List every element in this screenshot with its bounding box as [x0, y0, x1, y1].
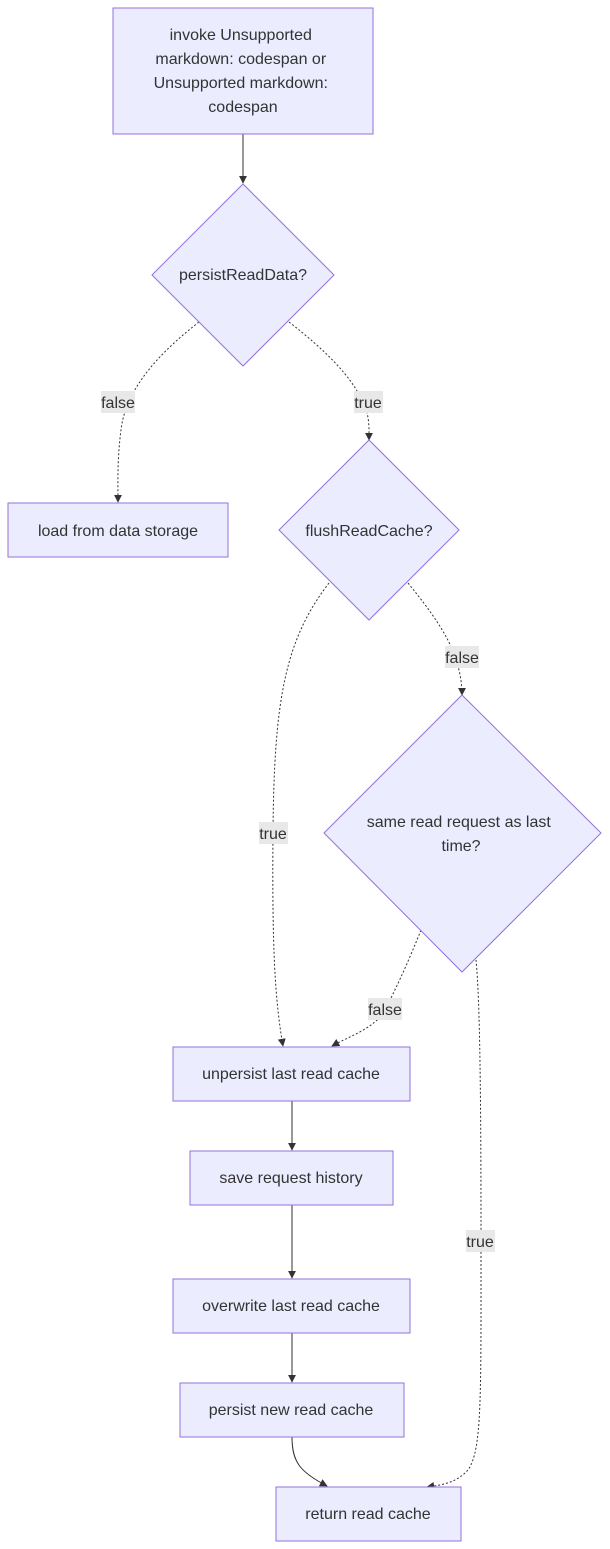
edge-persist-false: [113, 321, 200, 503]
node-persist-new: persist new read cache: [179, 1382, 405, 1438]
svg-text:same read request as last: same read request as last time?: [367, 814, 556, 855]
svg-text:unpersist last read cache: unpersist last read cache: [202, 1066, 380, 1083]
edge-label-same-false: false: [368, 998, 402, 1020]
edge-label-same-true: true: [466, 1230, 495, 1252]
node-save-history: save request history: [189, 1150, 394, 1206]
svg-text:overwrite last read cache: overwrite last read cache: [202, 1298, 380, 1315]
svg-text:load from data storage: load from data storage: [38, 523, 198, 540]
edge-flush-false: [407, 582, 466, 696]
svg-text:true: true: [259, 826, 287, 843]
svg-text:false: false: [101, 395, 135, 412]
svg-text:true: true: [354, 395, 382, 412]
svg-text:flushReadCache?: flushReadCache?: [305, 523, 432, 540]
edge-label-persist-false: false: [101, 391, 135, 413]
node-return-cache: return read cache: [275, 1486, 462, 1542]
svg-text:false: false: [368, 1002, 402, 1019]
node-overwrite: overwrite last read cache: [172, 1278, 411, 1334]
edge-label-flush-true: true: [259, 822, 288, 844]
edge-persist-to-return: [291, 1436, 328, 1487]
svg-text:return read cache: return read cache: [305, 1506, 431, 1523]
node-unpersist: unpersist last read cache: [172, 1046, 411, 1102]
decision-same-request: same read request as last time?: [323, 694, 602, 973]
svg-text:persistReadData?: persistReadData?: [179, 267, 307, 284]
edge-flush-true: [272, 582, 330, 1047]
node-invoke: invoke Unsupported markdown: codespan or…: [112, 7, 374, 135]
svg-text:save request history: save request history: [219, 1170, 362, 1187]
svg-text:invoke Unsupported markd: invoke Unsupported markdown: codespan or…: [154, 27, 333, 116]
edge-label-flush-false: false: [445, 646, 479, 668]
decision-persist-read-data: persistReadData?: [151, 183, 335, 367]
decision-flush-read-cache: flushReadCache?: [278, 439, 460, 621]
svg-text:true: true: [466, 1234, 494, 1251]
node-load-storage: load from data storage: [7, 502, 229, 558]
edge-same-true: [426, 959, 482, 1490]
edge-label-persist-true: true: [354, 391, 383, 413]
svg-text:persist new read cache: persist new read cache: [209, 1402, 374, 1419]
edge-same-false: [331, 929, 422, 1047]
edge-persist-true: [288, 321, 374, 441]
svg-text:false: false: [445, 650, 479, 667]
